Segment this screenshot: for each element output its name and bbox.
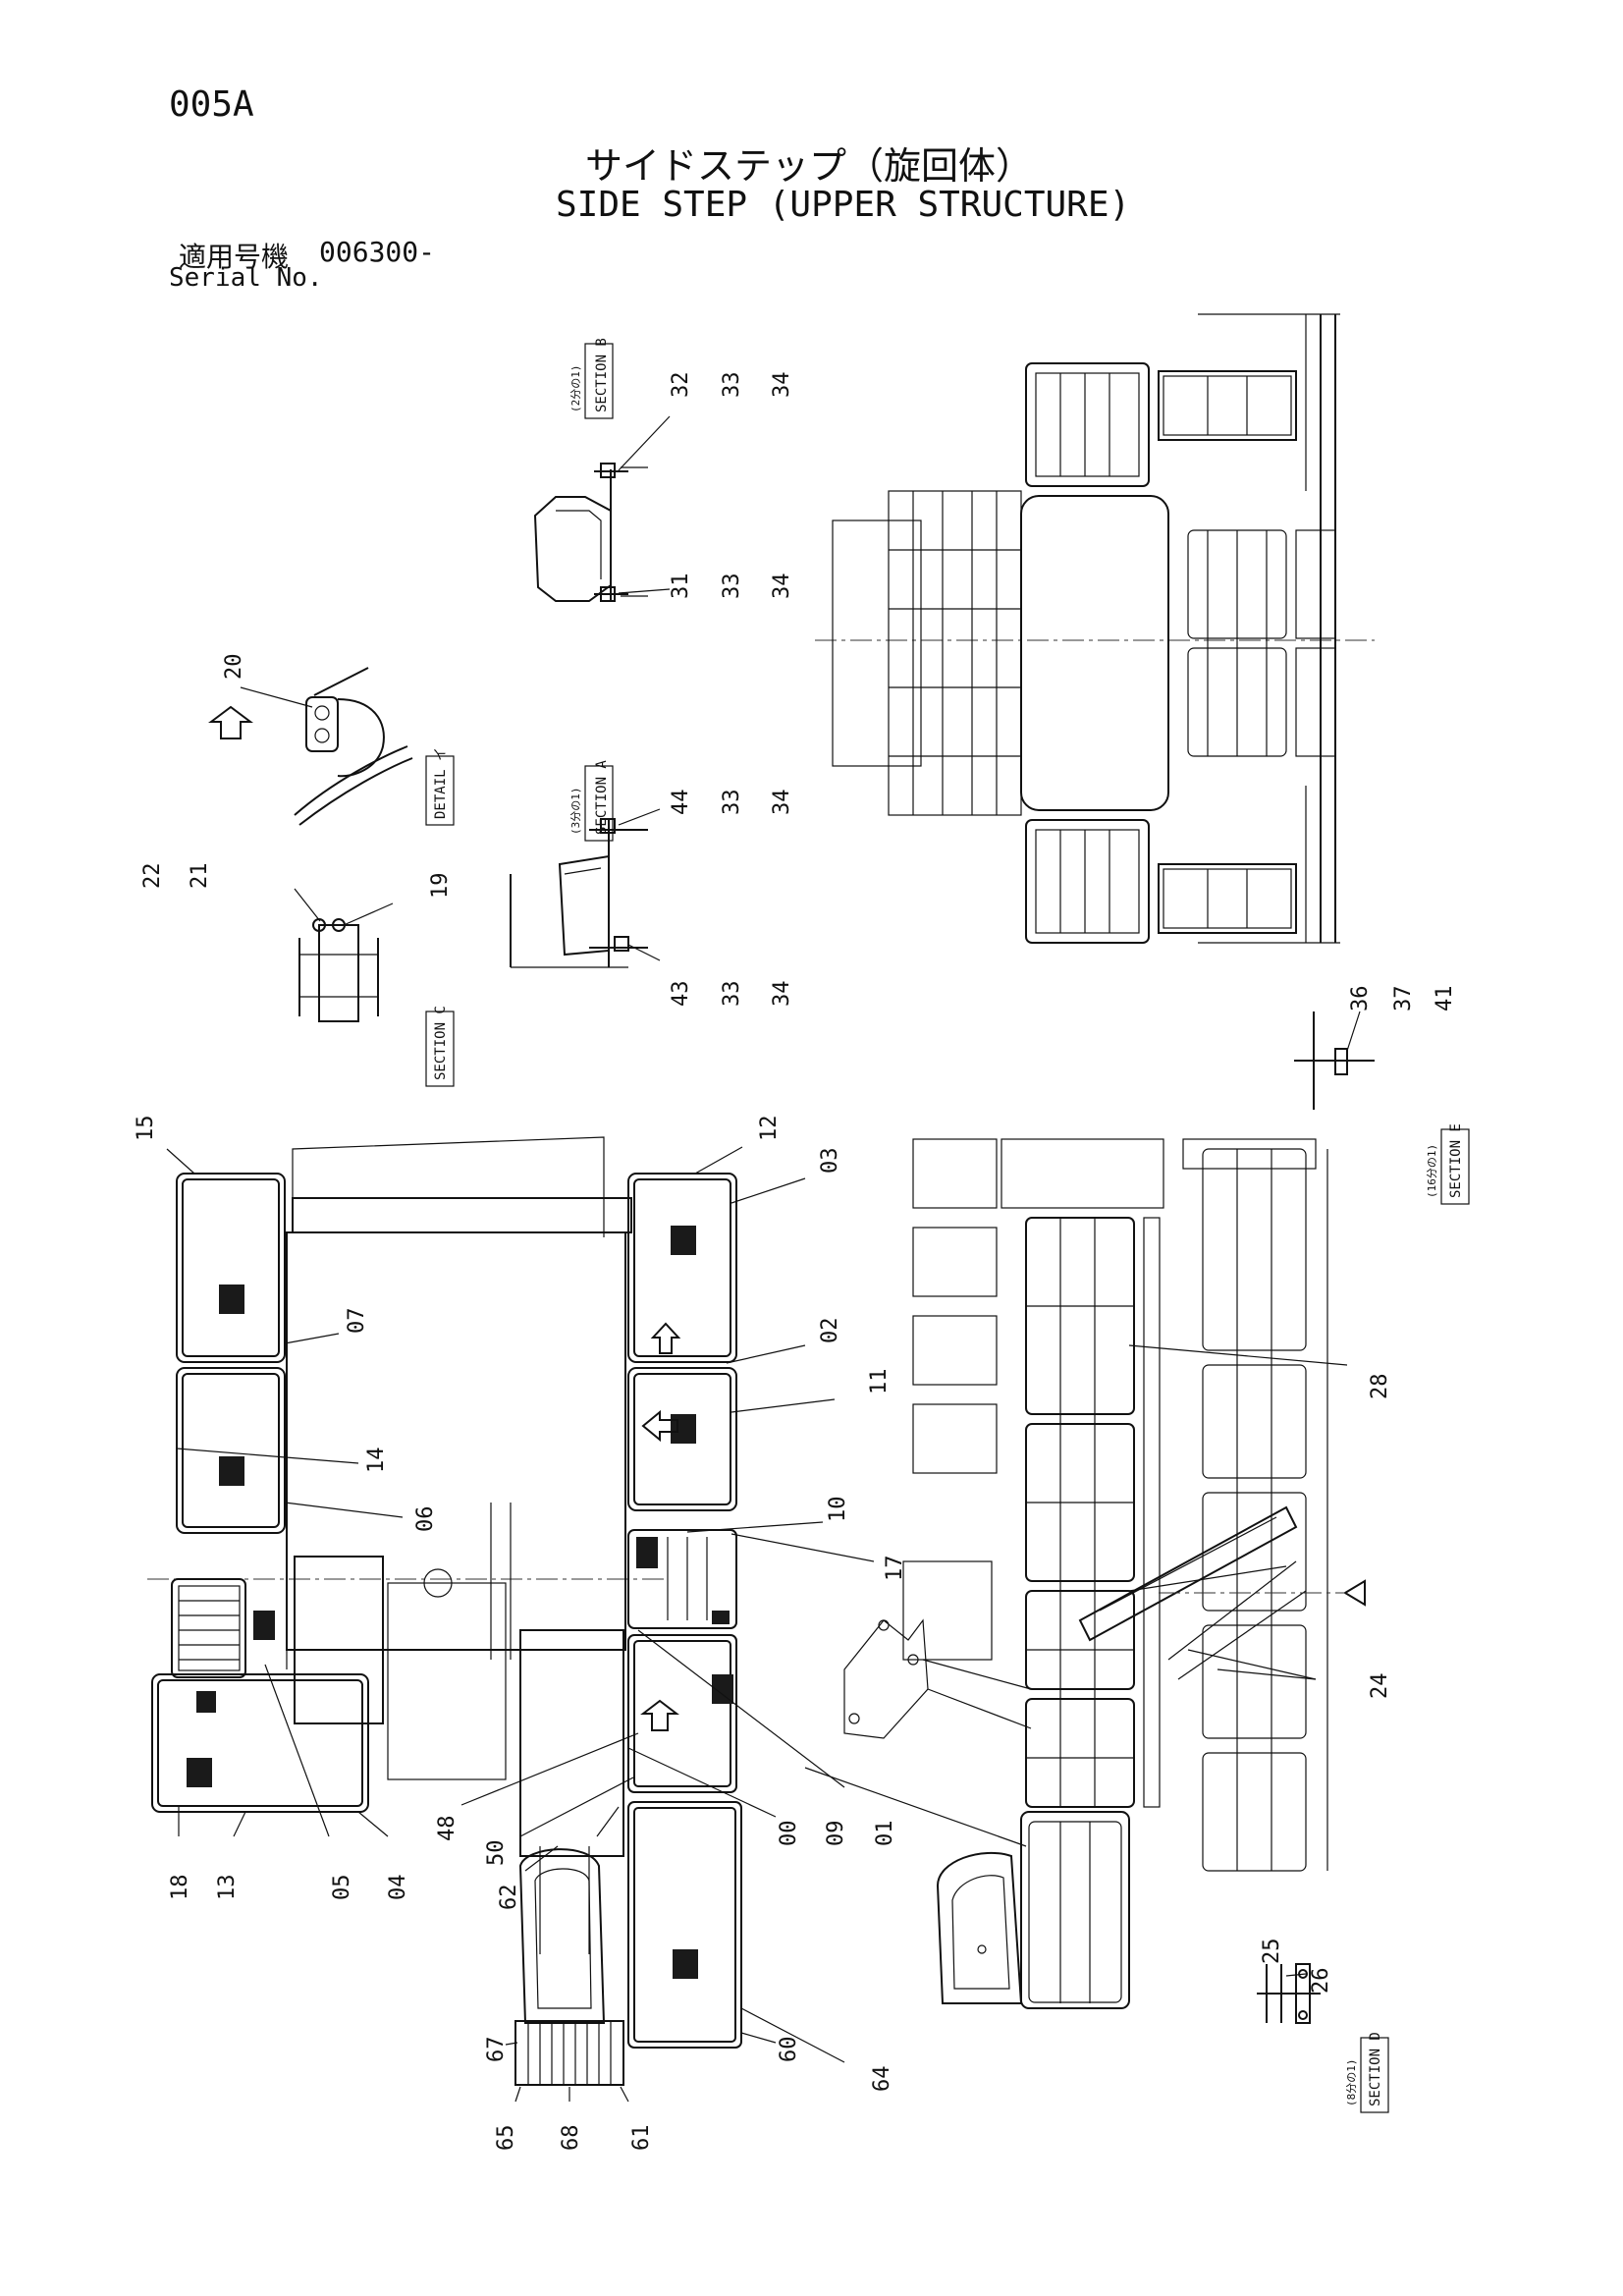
callout-34: 34 (770, 790, 794, 816)
serial-label-japanese: 適用号機 (179, 241, 290, 273)
callout-09: 09 (824, 1821, 848, 1847)
detail-label-box: DETAIL イ (425, 747, 455, 826)
serial-label-english: Serial No. (169, 263, 323, 293)
callout-41: 41 (1433, 986, 1457, 1012)
section-c-label-box: SECTION C (425, 1006, 455, 1087)
callout-33: 33 (720, 790, 744, 816)
callout-34: 34 (770, 981, 794, 1008)
callout-33: 33 (720, 981, 744, 1008)
section-c-view: SECTION C (294, 888, 455, 1087)
callout-01: 01 (873, 1821, 897, 1847)
callout-26: 26 (1309, 1968, 1333, 1995)
callout-13: 13 (215, 1875, 240, 1901)
callout-10: 10 (826, 1497, 850, 1523)
main-plan-view (147, 1136, 742, 2086)
section-d-label: SECTION D (1368, 2032, 1383, 2106)
callout-64: 64 (870, 2066, 894, 2093)
callout-34: 34 (770, 372, 794, 399)
arrow-up-icon (208, 705, 253, 739)
section-e-view: SECTION E (16分の1) (1294, 1011, 1470, 1205)
arrow-d-icon (1343, 1579, 1366, 1607)
callout-20: 20 (222, 654, 246, 681)
callout-11: 11 (867, 1369, 892, 1395)
callout-62: 62 (497, 1885, 521, 1911)
callout-37: 37 (1391, 986, 1416, 1012)
section-a-label: SECTION A (594, 760, 610, 835)
page-code: 005A (169, 84, 254, 125)
serial-number-value: 006300- (319, 236, 436, 268)
callout-33: 33 (720, 574, 744, 600)
callout-18: 18 (168, 1875, 192, 1901)
section-d-scale: (8分の1) (1345, 2059, 1358, 2107)
title-english: SIDE STEP (UPPER STRUCTURE) (556, 185, 1131, 225)
callout-65: 65 (494, 2125, 518, 2152)
callout-02: 02 (818, 1318, 842, 1344)
section-e-scale: (16分の1) (1426, 1144, 1438, 1198)
section-e-label-box: SECTION E (16分の1) (1426, 1123, 1470, 1205)
callout-00: 00 (777, 1821, 801, 1847)
callout-17: 17 (883, 1556, 907, 1582)
callout-25: 25 (1260, 1939, 1284, 1965)
callout-04: 04 (386, 1875, 410, 1901)
callout-03: 03 (818, 1148, 842, 1175)
callout-22: 22 (140, 863, 165, 890)
section-a-label-box: SECTION A (3分の1) (569, 760, 614, 842)
section-c-label: SECTION C (433, 1006, 449, 1080)
callout-28: 28 (1368, 1374, 1392, 1400)
title-japanese: サイドステップ（旋回体） (585, 144, 1034, 188)
section-b-view: SECTION B (2分の1) (533, 338, 671, 602)
section-b-label-box: SECTION B (2分の1) (569, 338, 614, 419)
leader-lines (166, 1146, 1348, 2103)
callout-32: 32 (669, 372, 693, 399)
section-a-scale: (3分の1) (569, 788, 582, 836)
section-b-scale: (2分の1) (569, 365, 582, 413)
callout-44: 44 (669, 790, 693, 816)
callout-50: 50 (484, 1840, 509, 1867)
arrow-b-icon (641, 1409, 678, 1443)
callout-31: 31 (669, 574, 693, 600)
callout-21: 21 (188, 863, 212, 890)
callout-06: 06 (413, 1506, 438, 1533)
callout-05: 05 (330, 1875, 354, 1901)
callout-61: 61 (629, 2125, 654, 2152)
callout-33: 33 (720, 372, 744, 399)
callout-07: 07 (345, 1308, 369, 1335)
detail-view: DETAIL イ (208, 667, 455, 826)
callout-36: 36 (1348, 986, 1373, 1012)
section-d-label-box: SECTION D (8分の1) (1345, 2032, 1389, 2113)
callout-60: 60 (777, 2037, 801, 2063)
callout-68: 68 (559, 2125, 583, 2152)
callout-numbers: 32 33 34 31 33 34 44 33 34 43 33 34 20 2… (134, 372, 1457, 2152)
upper-right-view (815, 313, 1375, 944)
arrow-f-icon (650, 1322, 681, 1354)
callout-14: 14 (364, 1448, 389, 1474)
callout-19: 19 (428, 873, 453, 900)
callout-43: 43 (669, 981, 693, 1008)
arrow-a-icon (640, 1699, 679, 1731)
section-e-label: SECTION E (1448, 1123, 1464, 1198)
callout-34: 34 (770, 574, 794, 600)
detail-label: DETAIL イ (433, 747, 449, 819)
callout-24: 24 (1368, 1673, 1392, 1700)
isometric-view (804, 1138, 1366, 2009)
callout-15: 15 (134, 1116, 158, 1142)
callout-67: 67 (484, 2037, 509, 2063)
section-b-label: SECTION B (594, 338, 610, 412)
callout-12: 12 (757, 1116, 782, 1142)
callout-48: 48 (435, 1816, 460, 1842)
section-d-view: SECTION D (8分の1) (1257, 1963, 1389, 2113)
section-a-view: SECTION A (3分の1) (510, 760, 661, 968)
